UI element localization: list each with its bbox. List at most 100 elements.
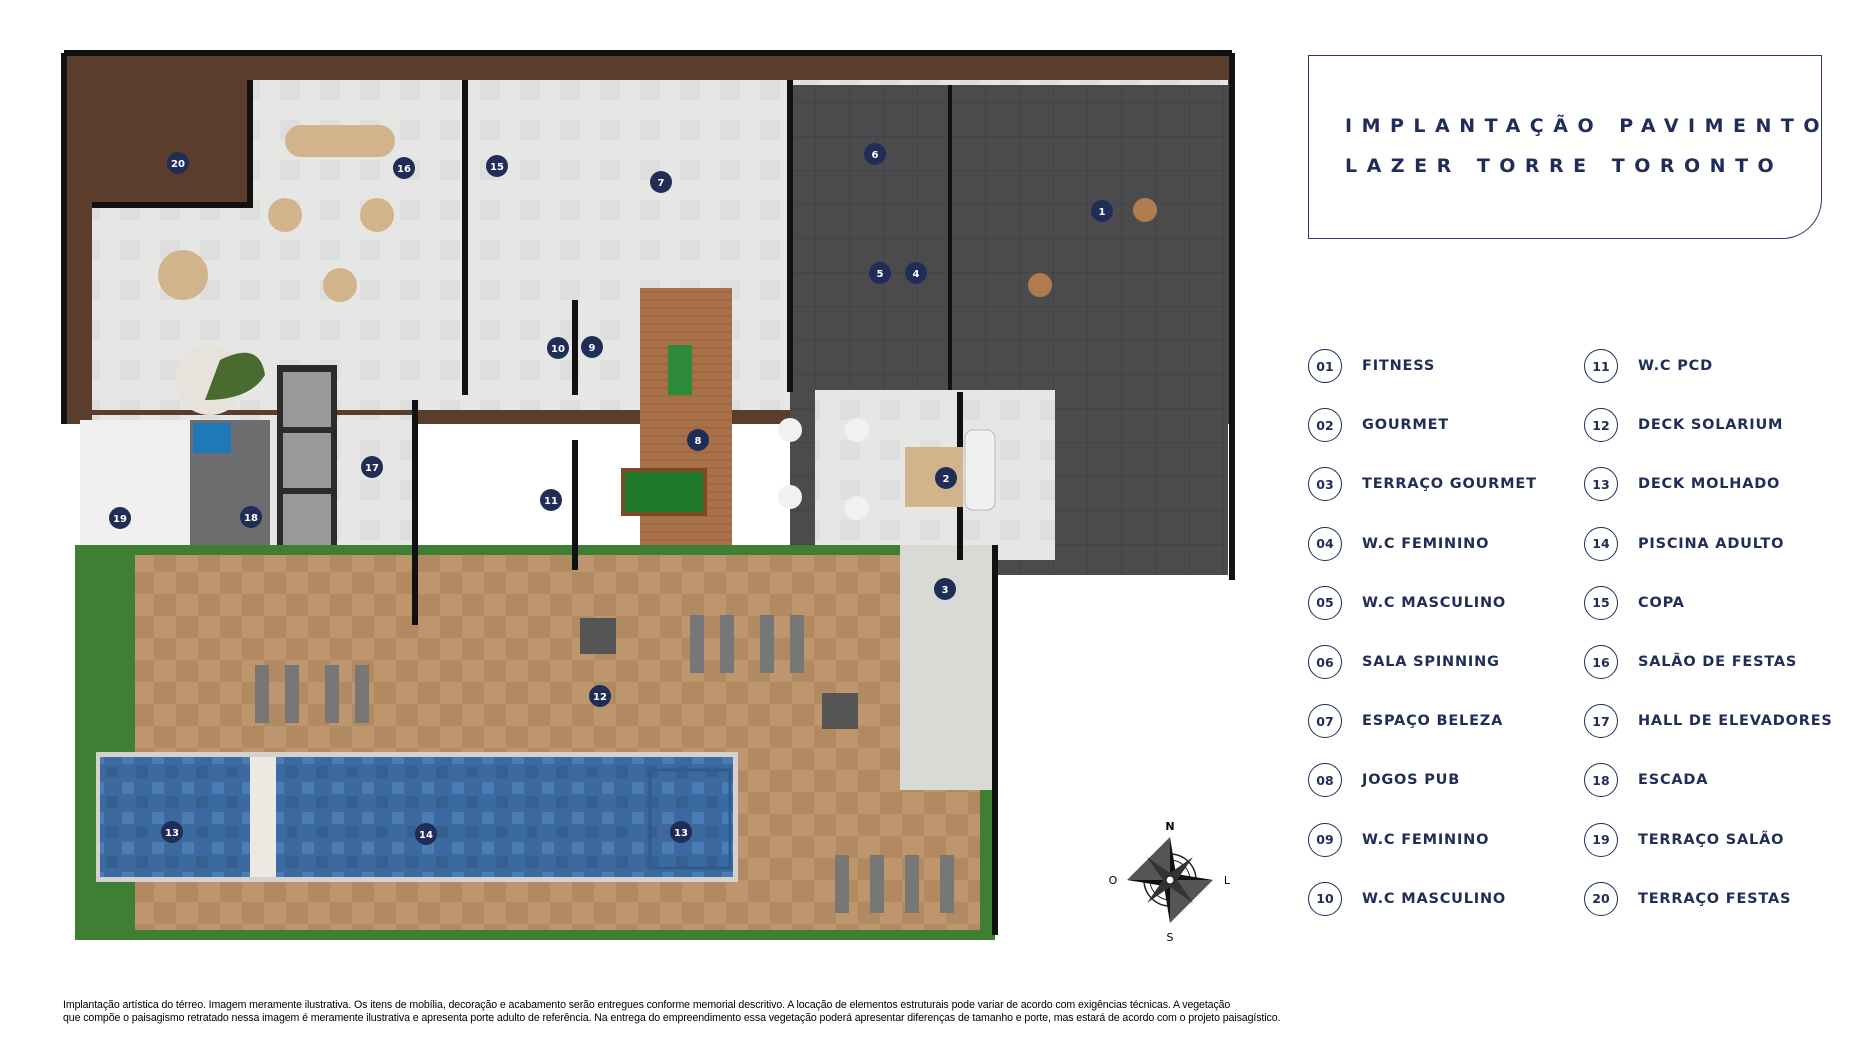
legend-label: GOURMET [1362, 417, 1449, 434]
legend-number: 07 [1308, 704, 1342, 739]
plan-marker: 6 [864, 143, 886, 165]
plan-marker-label: 11 [544, 496, 558, 507]
legend-label: W.C FEMININO [1362, 831, 1490, 848]
legend-number: 03 [1308, 467, 1342, 502]
legend-number: 13 [1584, 467, 1618, 502]
plan-marker-dot [361, 456, 383, 478]
plan-marker-dot [670, 821, 692, 843]
compass-l: L [1224, 874, 1231, 887]
plan-marker-label: 2 [943, 474, 950, 485]
plan-marker: 13 [161, 821, 183, 843]
plan-marker-dot [864, 143, 886, 165]
legend-item: 01 FITNESS [1308, 346, 1435, 386]
legend-number: 15 [1584, 585, 1618, 620]
legend-number: 10 [1308, 881, 1342, 916]
legend-item: 07 ESPAÇO BELEZA [1308, 701, 1503, 741]
legend-number: 17 [1584, 704, 1618, 739]
compass-o: O [1109, 874, 1118, 887]
plan-marker-label: 19 [113, 514, 127, 525]
legend-item: 19 TERRAÇO SALÃO [1584, 820, 1784, 860]
plan-marker: 10 [547, 337, 569, 359]
legend-item: 05 W.C MASCULINO [1308, 583, 1506, 623]
plan-marker: 18 [240, 506, 262, 528]
plan-marker-label: 13 [674, 828, 688, 839]
plan-marker-dot [240, 506, 262, 528]
plan-marker-label: 13 [165, 828, 179, 839]
plan-marker-dot [869, 262, 891, 284]
plan-marker-label: 7 [658, 178, 665, 189]
title-line-1: IMPLANTAÇÃO PAVIMENTO [1345, 115, 1829, 137]
plan-marker: 9 [581, 336, 603, 358]
plan-marker-dot [650, 171, 672, 193]
plan-marker-dot [540, 489, 562, 511]
plan-marker-label: 6 [872, 150, 879, 161]
legend-number: 19 [1584, 822, 1618, 857]
compass-n: N [1165, 820, 1174, 833]
legend-item: 09 W.C FEMININO [1308, 820, 1489, 860]
plan-marker-dot [589, 685, 611, 707]
legend-item: 17 HALL DE ELEVADORES [1584, 701, 1833, 741]
plan-marker-dot [415, 823, 437, 845]
plan-marker-label: 5 [877, 269, 884, 280]
compass-rose-icon: N S L O [1109, 820, 1231, 944]
plan-marker-label: 8 [695, 436, 702, 447]
plan-marker-label: 4 [913, 269, 920, 280]
legend-item: 18 ESCADA [1584, 760, 1708, 800]
plan-marker-dot [905, 262, 927, 284]
legend-label: HALL DE ELEVADORES [1638, 713, 1833, 730]
plan-marker: 19 [109, 507, 131, 529]
plan-marker: 2 [935, 467, 957, 489]
disclaimer-line-2: que compõe o paisagismo retratado nessa … [63, 1011, 1281, 1024]
plan-marker-label: 17 [365, 463, 379, 474]
legend-item: 02 GOURMET [1308, 405, 1449, 445]
plan-marker-label: 20 [171, 159, 185, 170]
legend-number: 02 [1308, 408, 1342, 443]
plan-marker: 11 [540, 489, 562, 511]
legend-label: W.C MASCULINO [1362, 890, 1507, 907]
legend-number: 01 [1308, 349, 1342, 383]
plan-marker: 13 [670, 821, 692, 843]
legend-label: ESCADA [1638, 772, 1709, 789]
plan-marker: 16 [393, 157, 415, 179]
legend-number: 05 [1308, 585, 1342, 620]
legend-label: PISCINA ADULTO [1638, 535, 1785, 552]
plan-marker-label: 15 [490, 162, 504, 173]
plan-marker: 14 [415, 823, 437, 845]
plan-marker: 12 [589, 685, 611, 707]
plan-marker: 3 [934, 578, 956, 600]
legend-label: DECK MOLHADO [1638, 476, 1781, 493]
title-line-2: LAZER TORRE TORONTO [1345, 155, 1784, 177]
legend-label: JOGOS PUB [1362, 772, 1461, 789]
plan-marker-label: 12 [593, 692, 607, 703]
plan-marker-label: 3 [942, 585, 949, 596]
legend-number: 09 [1308, 822, 1342, 857]
legend-item: 14 PISCINA ADULTO [1584, 524, 1784, 564]
plan-marker-label: 16 [397, 164, 411, 175]
plan-marker: 20 [167, 152, 189, 174]
legend-number: 18 [1584, 763, 1618, 798]
legend-number: 06 [1308, 645, 1342, 679]
plan-marker-dot [1091, 200, 1113, 222]
plan-marker-label: 18 [244, 513, 258, 524]
plan-marker-label: 14 [419, 830, 433, 841]
legend-number: 14 [1584, 526, 1618, 561]
legend-label: ESPAÇO BELEZA [1362, 713, 1504, 730]
legend-label: W.C MASCULINO [1362, 594, 1507, 611]
legend-label: FITNESS [1362, 358, 1436, 374]
plan-marker-dot [167, 152, 189, 174]
legend-label: W.C PCD [1638, 358, 1713, 374]
plan-marker-dot [161, 821, 183, 843]
plan-marker-dot [547, 337, 569, 359]
plan-marker-dot [934, 578, 956, 600]
legend-label: TERRAÇO SALÃO [1638, 831, 1785, 848]
plan-marker-label: 1 [1099, 207, 1106, 218]
legend-number: 12 [1584, 408, 1618, 443]
